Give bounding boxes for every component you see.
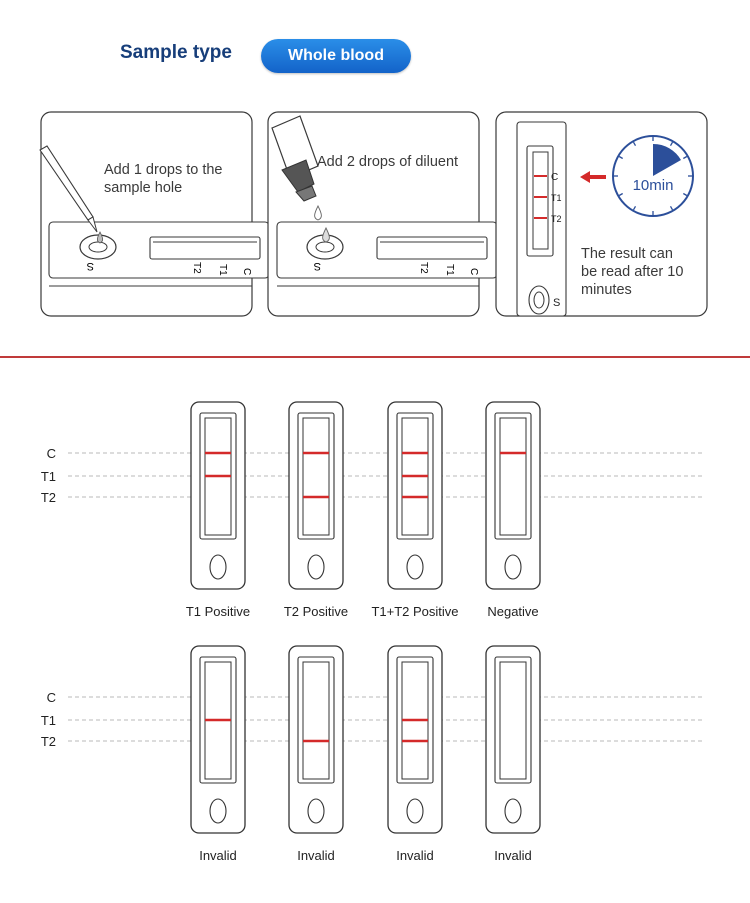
diluent-drop-icon bbox=[322, 226, 330, 243]
sample-well bbox=[307, 554, 325, 580]
test-cassette bbox=[190, 401, 246, 590]
test-cassette bbox=[485, 645, 541, 834]
cassette-s-label: S bbox=[314, 260, 321, 272]
cassette-t1-label: T1 bbox=[217, 264, 228, 276]
test-strip bbox=[302, 661, 330, 780]
step-3-text-line-1: The result can bbox=[581, 246, 673, 262]
clock-tick bbox=[618, 155, 624, 160]
timer-clock-icon bbox=[612, 135, 694, 217]
timer-label: 10min bbox=[633, 177, 674, 194]
step-panel-1: S C T1 T2 Add 1 drops to the sample hole bbox=[39, 111, 270, 317]
result-label: Invalid bbox=[297, 848, 335, 863]
step-1-text-line-2: sample hole bbox=[104, 180, 182, 196]
sample-well bbox=[406, 554, 424, 580]
sample-well bbox=[504, 554, 522, 580]
result-label: T1 Positive bbox=[186, 604, 250, 619]
clock-tick bbox=[632, 205, 637, 211]
test-strip bbox=[302, 417, 330, 536]
sample-type-label: Sample type bbox=[120, 42, 232, 63]
test-cassette bbox=[288, 645, 344, 834]
test-cassette bbox=[190, 645, 246, 834]
sample-well bbox=[307, 798, 325, 824]
result-label: Invalid bbox=[494, 848, 532, 863]
line-label-t1: T1 bbox=[41, 469, 56, 484]
result-label: Invalid bbox=[396, 848, 434, 863]
clock-tick bbox=[632, 141, 637, 147]
sample-well bbox=[504, 798, 522, 824]
line-label-t2: T2 bbox=[41, 490, 56, 505]
step-2-text-line-1: Add 2 drops of diluent bbox=[317, 154, 458, 170]
line-label-t2: T2 bbox=[41, 734, 56, 749]
test-cassette bbox=[387, 401, 443, 590]
result-label: T2 Positive bbox=[284, 604, 348, 619]
pipette-icon bbox=[39, 145, 98, 233]
sample-well bbox=[406, 798, 424, 824]
result-label: Invalid bbox=[199, 848, 237, 863]
cassette-t2-label: T2 bbox=[551, 214, 562, 224]
clock-tick bbox=[669, 141, 674, 147]
step-3-text-line-2: be read after 10 bbox=[581, 264, 683, 280]
cassette-t2-label: T2 bbox=[191, 262, 202, 274]
sample-well bbox=[209, 554, 227, 580]
clock-tick bbox=[669, 205, 674, 211]
step-panel-2: S C T1 T2 Add 2 drops of diluent bbox=[267, 111, 498, 317]
arrow-left-icon bbox=[580, 171, 606, 183]
diluent-dropper-icon bbox=[271, 115, 319, 202]
cassette-s-label: S bbox=[87, 260, 94, 272]
clock-tick bbox=[682, 192, 688, 197]
test-strip bbox=[499, 661, 527, 780]
test-strip bbox=[499, 417, 527, 536]
step-panel-3: C T1 T2 S 10min The result can be read a… bbox=[495, 111, 708, 317]
line-label-c: C bbox=[47, 446, 56, 461]
step-1-text-line-1: Add 1 drops to the bbox=[104, 162, 223, 178]
cassette-t2-label: T2 bbox=[418, 262, 429, 274]
cassette-t1-label: T1 bbox=[551, 193, 562, 203]
blood-drop-icon bbox=[96, 231, 104, 244]
sample-well bbox=[209, 798, 227, 824]
sample-type-badge: Whole blood bbox=[261, 39, 411, 73]
test-cassette bbox=[288, 401, 344, 590]
step-3-text-line-3: minutes bbox=[581, 282, 632, 298]
cassette-c-label: C bbox=[468, 268, 479, 275]
cassette-s-label: S bbox=[553, 297, 560, 309]
line-label-c: C bbox=[47, 690, 56, 705]
cassette-t1-label: T1 bbox=[444, 264, 455, 276]
clock-tick bbox=[618, 192, 624, 197]
clock-tick bbox=[682, 155, 688, 160]
result-label: Negative bbox=[487, 604, 538, 619]
cassette-c-label: C bbox=[241, 268, 252, 275]
diluent-drop-icon bbox=[314, 204, 322, 221]
line-label-t1: T1 bbox=[41, 713, 56, 728]
test-cassette bbox=[485, 401, 541, 590]
cassette-c-label: C bbox=[551, 172, 558, 183]
result-label: T1+T2 Positive bbox=[371, 604, 458, 619]
test-cassette bbox=[387, 645, 443, 834]
